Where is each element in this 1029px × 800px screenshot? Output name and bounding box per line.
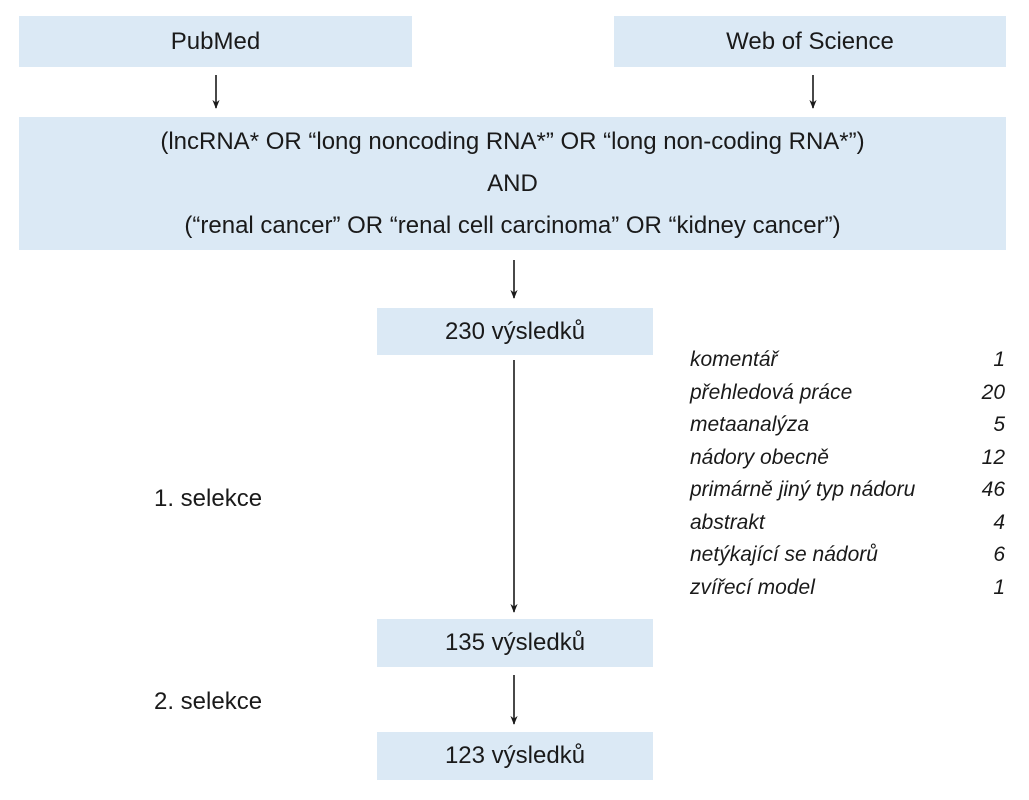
exclusion-label: zvířecí model — [690, 575, 815, 599]
query-operator-and: AND — [487, 169, 538, 197]
exclusion-count: 1 — [993, 348, 1005, 371]
exclusion-row: komentář 1 — [690, 344, 1005, 377]
stage-label-selection-1: 1. selekce — [154, 485, 263, 512]
source-label-pubmed: PubMed — [170, 27, 261, 55]
exclusion-count: 20 — [981, 380, 1005, 404]
exclusion-label: metaanalýza — [690, 413, 810, 436]
source-box-pubmed: PubMed — [19, 16, 412, 67]
results-box-after-selection-1: 135 výsledků — [377, 619, 653, 667]
source-label-web-of-science: Web of Science — [726, 27, 894, 55]
exclusion-count: 46 — [981, 478, 1005, 501]
exclusion-count: 4 — [993, 510, 1005, 534]
query-line-3: (“renal cancer” OR “renal cell carcinoma… — [184, 211, 841, 239]
exclusion-label: abstrakt — [690, 510, 765, 534]
results-selection-1-label: 135 výsledků — [444, 629, 586, 656]
exclusion-count: 6 — [993, 543, 1005, 566]
exclusion-count: 12 — [981, 445, 1005, 469]
exclusion-row: metaanalýza 5 — [690, 409, 1005, 442]
exclusion-count: 1 — [993, 575, 1005, 599]
exclusion-row: zvířecí model 1 — [690, 572, 1005, 605]
query-line-1: (lncRNA* OR “long noncoding RNA*” OR “lo… — [160, 127, 865, 155]
exclusion-row: přehledová práce 20 — [690, 377, 1005, 410]
exclusion-label: komentář — [690, 348, 778, 371]
results-initial-label: 230 výsledků — [444, 317, 586, 345]
stage-label-selection-2: 2. selekce — [154, 688, 263, 715]
exclusion-row: nádory obecně 12 — [690, 442, 1005, 475]
exclusion-label: nádory obecně — [690, 445, 829, 469]
exclusion-row: primárně jiný typ nádoru 46 — [690, 474, 1005, 507]
results-box-after-selection-2: 123 výsledků — [377, 732, 653, 780]
results-box-initial: 230 výsledků — [377, 308, 653, 355]
exclusion-label: primárně jiný typ nádoru — [690, 478, 916, 501]
results-selection-2-label: 123 výsledků — [444, 742, 586, 769]
exclusion-row: netýkající se nádorů 6 — [690, 539, 1005, 572]
exclusion-count: 5 — [993, 413, 1005, 436]
exclusion-row: abstrakt 4 — [690, 507, 1005, 540]
source-box-web-of-science: Web of Science — [614, 16, 1006, 67]
exclusion-label: přehledová práce — [690, 380, 853, 404]
exclusion-label: netýkající se nádorů — [690, 543, 878, 566]
search-query-box: (lncRNA* OR “long noncoding RNA*” OR “lo… — [19, 117, 1006, 250]
exclusion-list: komentář 1 přehledová práce 20 metaanalý… — [690, 344, 1005, 604]
